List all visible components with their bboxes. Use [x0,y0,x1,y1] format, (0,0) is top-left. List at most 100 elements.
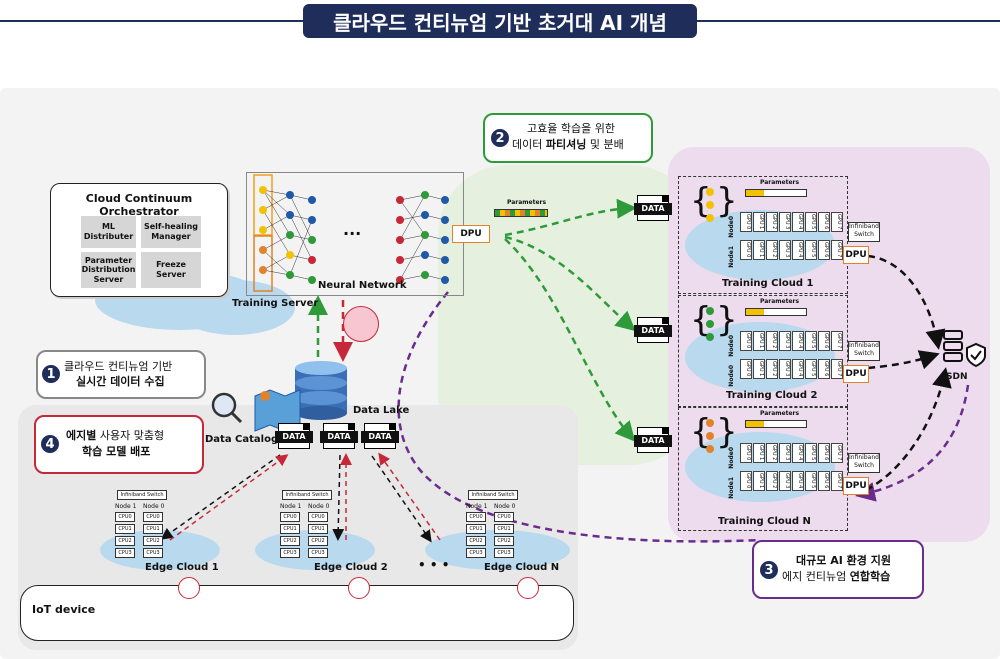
cpu-cell: CPU0 [115,512,135,522]
iot-label: IoT device [32,603,96,616]
callout-text: 대규모 AI 환경 지원 [796,554,891,567]
cpu-cell: CPU3 [143,548,163,558]
parameters-bar [745,189,807,197]
node-label: Node1 [728,246,735,268]
edge-cloud-label: Edge Cloud 1 [145,562,219,573]
title-rule-left [0,20,310,22]
gpu-cell: GPU 7 [831,240,843,260]
gpu-cell: GPU 4 [792,359,804,379]
node-label: Node 0 [143,503,165,510]
gpu-cell: GPU 2 [766,240,778,260]
data-lake-icon [295,361,347,420]
callout-3: 3 대규모 AI 환경 지원 에지 컨티뉴엄 연합학습 [752,540,924,599]
gpu-cell: GPU 3 [779,359,791,379]
training-cloud-1 [678,176,848,294]
gpu-cell: GPU 0 [740,331,752,351]
freeze-server: Freeze Server [141,252,201,288]
node-dot [706,320,714,328]
training-cloud-label: Training Cloud N [718,516,811,527]
step-number: 2 [491,129,509,147]
infiniband-switch: Infiniband Switch [848,341,880,361]
data-document-icon: DATA [634,195,672,221]
node-dot [706,214,714,222]
black-arrow [865,367,952,492]
cpu-cell: CPU1 [308,524,328,534]
parameters-bar [745,308,807,316]
gpu-cell: GPU 0 [740,359,752,379]
parameters-label: Parameters [507,199,547,206]
purple-path [855,384,970,502]
infiniband-switch: Infiniband Switch [282,490,332,500]
training-cloud-2 [678,295,848,407]
gpu-cell: GPU 0 [740,240,752,260]
red-arrow [378,452,441,541]
parameters-bar [494,209,548,217]
parameters-label: Parameters [760,179,800,186]
purple-path [397,291,761,543]
neural-network-label: Neural Network [318,280,407,291]
cpu-cell: CPU2 [280,536,300,546]
gpu-cell: GPU 3 [779,212,791,232]
callout-text: 고효율 학습을 위한 [527,122,615,135]
training-dpu: DPU [843,246,869,264]
gpu-cell: GPU 5 [805,443,817,463]
gpu-cell: GPU 2 [766,359,778,379]
gpu-cell: GPU 3 [779,240,791,260]
cpu-cell: CPU3 [280,548,300,558]
black-arrow [867,254,946,350]
node-label: Node 0 [494,503,516,510]
gpu-cell: GPU 3 [779,471,791,491]
brain-icon [178,577,200,599]
brace-right: } [716,300,738,340]
cpu-cell: CPU0 [143,512,163,522]
parameters-bar [745,420,807,428]
node-dot [706,201,714,209]
self-healing-manager: Self-healing Manager [141,216,201,248]
cpu-cell: CPU0 [308,512,328,522]
iot-device-bar [20,585,574,641]
training-cloud-n [678,407,848,531]
brace-right: } [716,412,738,452]
gpu-cell: GPU 1 [753,212,765,232]
node-label: Node1 [728,477,735,499]
training-server-label: Training Server [232,298,319,309]
cpu-cell: CPU2 [143,536,163,546]
parameters-label: Parameters [760,410,800,417]
nn-ellipsis: ... [343,220,362,239]
black-arrow [867,350,940,370]
edge-cloud-label: Edge Cloud N [484,562,560,573]
data-catalog-label: Data Catalog [205,434,279,445]
node-label: Node0 [728,365,735,387]
green-arrow [504,238,636,442]
callout-text: 클라우드 컨티뉴엄 기반 [64,360,173,373]
gpu-cell: GPU 1 [753,359,765,379]
infiniband-switch: Infiniband Switch [468,490,518,500]
node-dot [706,188,714,196]
title-rule-right [690,20,1000,22]
cpu-cell: CPU2 [115,536,135,546]
cpu-cell: CPU1 [115,524,135,534]
gpu-cell: GPU 7 [831,212,843,232]
black-arrow [371,455,432,543]
training-cloud-label: Training Cloud 2 [726,390,818,401]
gpu-cell: GPU 6 [818,359,830,379]
cpu-cell: CPU1 [280,524,300,534]
cpu-cell: CPU3 [494,548,514,558]
gpu-cell: GPU 0 [740,212,752,232]
gpu-cell: GPU 1 [753,331,765,351]
infiniband-switch: Infiniband Switch [848,453,880,473]
gpu-cell: GPU 6 [818,331,830,351]
data-document-icon: DATA [320,423,358,449]
page-title: 클라우드 컨티뉴엄 기반 초거대 AI 개념 [303,4,697,38]
training-cloud-label: Training Cloud 1 [722,278,814,289]
gpu-cell: GPU 7 [831,331,843,351]
green-arrow [504,235,636,332]
cpu-cell: CPU2 [308,536,328,546]
cpu-cell: CPU0 [494,512,514,522]
